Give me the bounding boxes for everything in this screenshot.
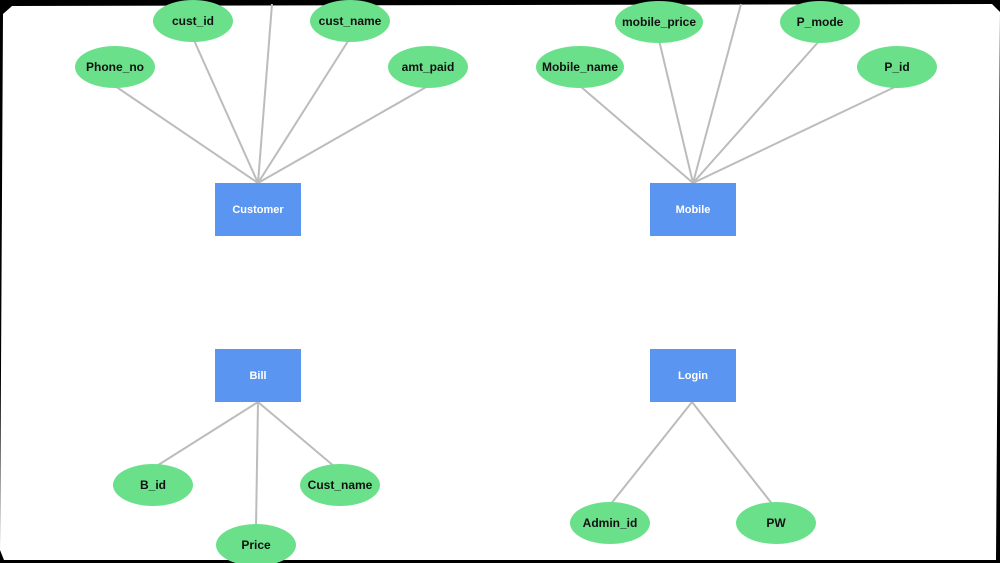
connector-mobile-p-mode [692,39,821,184]
connector-mobile-p-id [692,85,898,184]
attribute-mobile-price-oval[interactable] [615,1,703,43]
attribute-phone-no-oval[interactable] [75,46,155,88]
connectors [114,3,898,528]
entity-login-label: Login [678,370,708,382]
attribute-phone-no-label: Phone_no [86,60,144,74]
attribute-p-id-oval[interactable] [857,46,937,88]
connector-customer-cust-id [192,37,259,184]
attribute-amt-paid[interactable]: amt_paid [388,46,468,88]
attribute-bill-cust-name-label: Cust_name [308,478,373,492]
attribute-admin-id-label: Admin_id [583,516,638,530]
attribute-pw[interactable]: PW [736,502,816,544]
entity-bill-label: Bill [249,370,266,382]
entity-bill-box[interactable] [215,349,301,402]
entity-login-box[interactable] [650,349,736,402]
attribute-cust-id[interactable]: cust_id [153,0,233,42]
attribute-amt-paid-oval[interactable] [388,46,468,88]
connector-bill-cust-name [257,401,336,468]
attribute-pw-label: PW [766,516,786,530]
attribute-price-oval[interactable] [216,524,296,563]
connector-mobile-mobile-price [658,39,694,184]
attribute-b-id[interactable]: B_id [113,464,193,506]
attribute-admin-id-oval[interactable] [570,502,650,544]
entity-customer-box[interactable] [215,183,301,236]
attribute-cust-id-oval[interactable] [153,0,233,42]
entity-customer[interactable]: Customer [215,183,301,236]
attribute-price[interactable]: Price [216,524,296,563]
attribute-p-id-label: P_id [884,60,909,74]
connector-login-admin-id [609,401,693,506]
attribute-bill-cust-name-oval[interactable] [300,464,380,506]
attribute-pw-oval[interactable] [736,502,816,544]
attribute-p-id[interactable]: P_id [857,46,937,88]
attribute-amt-paid-label: amt_paid [402,60,455,74]
attribute-b-id-label: B_id [140,478,166,492]
entity-mobile-box[interactable] [650,183,736,236]
entity-mobile-label: Mobile [676,204,711,216]
connector-customer-phone-no [114,85,259,184]
attribute-cust-name[interactable]: cust_name [310,0,390,42]
attribute-mobile-name[interactable]: Mobile_name [536,46,624,88]
attribute-cust-name-oval[interactable] [310,0,390,42]
attribute-cust-id-label: cust_id [172,14,214,28]
connector-customer-cust-name [257,37,351,184]
connector-bill-b-id [154,401,259,468]
attribute-bill-cust-name[interactable]: Cust_name [300,464,380,506]
connector-login-pw [691,401,774,506]
connector-mobile-mobile-name [579,85,694,184]
attribute-mobile-price[interactable]: mobile_price [615,1,703,43]
attribute-p-mode[interactable]: P_mode [780,1,860,43]
attribute-b-id-oval[interactable] [113,464,193,506]
connector-bill-price [255,401,259,528]
attribute-mobile-price-label: mobile_price [622,15,696,29]
connector-mobile-hidden [692,3,742,184]
attribute-p-mode-label: P_mode [797,15,844,29]
attribute-cust-name-label: cust_name [319,14,382,28]
entity-customer-label: Customer [232,204,284,216]
connector-customer-amt-paid [257,85,429,184]
attribute-phone-no[interactable]: Phone_no [75,46,155,88]
attribute-admin-id[interactable]: Admin_id [570,502,650,544]
entity-mobile[interactable]: Mobile [650,183,736,236]
attribute-p-mode-oval[interactable] [780,1,860,43]
attribute-mobile-name-oval[interactable] [536,46,624,88]
entity-bill[interactable]: Bill [215,349,301,402]
entity-login[interactable]: Login [650,349,736,402]
attribute-price-label: Price [241,538,271,552]
connector-customer-hidden [257,3,273,184]
page-background [0,4,1000,560]
attribute-mobile-name-label: Mobile_name [542,60,618,74]
